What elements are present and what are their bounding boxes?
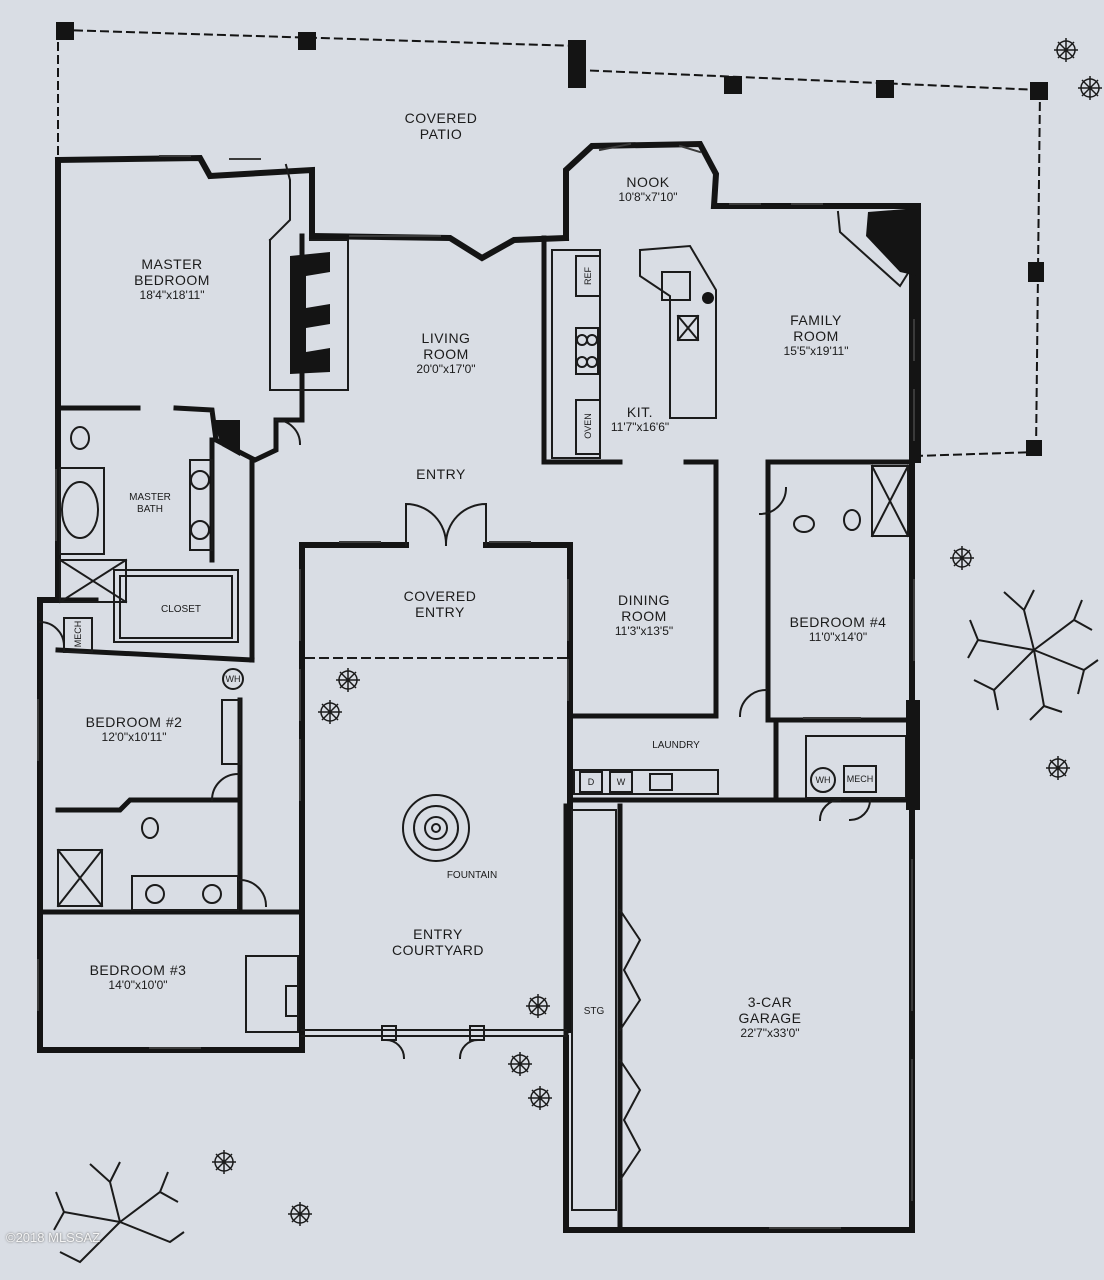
patio-posts: [56, 22, 1048, 456]
shrub: [528, 1086, 552, 1110]
landscape-plants: [53, 38, 1102, 1264]
exterior-walls: [37, 140, 921, 1233]
windows: [37, 142, 915, 1229]
refrigerator-label: REF: [583, 267, 593, 285]
closet-label: CLOSET: [160, 604, 202, 615]
mech-right-label: MECH: [846, 774, 874, 784]
mech-left-label: MECH: [73, 620, 83, 648]
tree: [53, 1161, 185, 1264]
shrub: [950, 546, 974, 570]
shrub: [1046, 756, 1070, 780]
shrub: [508, 1052, 532, 1076]
doors: [38, 418, 872, 1060]
oven-label: OVEN: [583, 413, 593, 439]
fountain-shape: [402, 794, 470, 862]
tree: [967, 589, 1099, 721]
water-heater-right-label: WH: [815, 775, 831, 785]
shrub: [1054, 38, 1078, 62]
washer-label: W: [616, 777, 626, 787]
detail-lines: [56, 163, 912, 1211]
storage-label: STG: [583, 1006, 605, 1017]
water-heater-left-label: WH: [225, 674, 241, 684]
shrub: [1078, 76, 1102, 100]
shrub: [336, 668, 360, 692]
copyright-watermark: ©2018 MLSSAZ: [6, 1230, 101, 1245]
shrub: [318, 700, 342, 724]
fireplace-fill: [212, 208, 920, 810]
shrub: [212, 1150, 236, 1174]
shrub: [526, 994, 550, 1018]
shrub: [288, 1202, 312, 1226]
dryer-label: D: [587, 777, 595, 787]
kitchen-label: KIT.11'7"x16'6": [610, 404, 670, 434]
entry-label: ENTRY: [416, 466, 466, 482]
laundry-label: LAUNDRY: [652, 740, 700, 751]
fountain-label: FOUNTAIN: [446, 870, 498, 881]
